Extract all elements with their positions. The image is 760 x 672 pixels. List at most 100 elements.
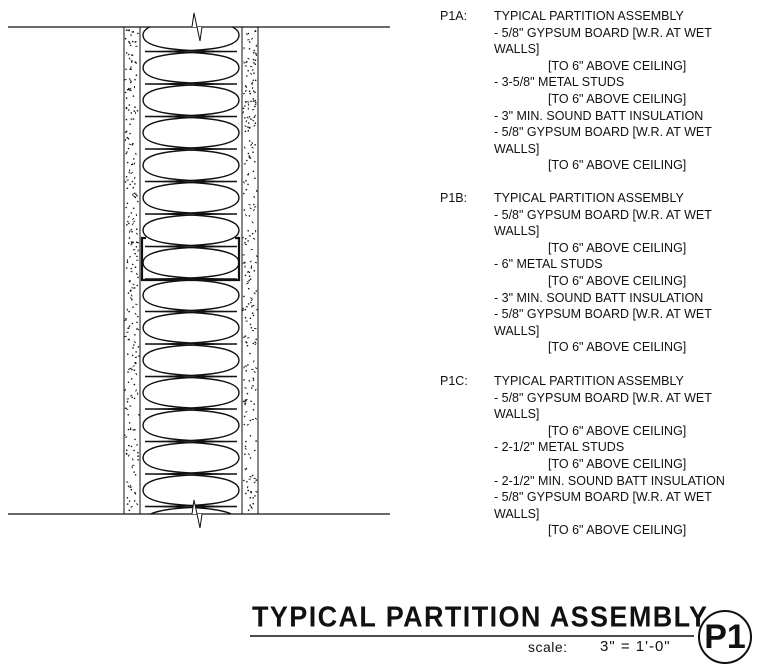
gypsum-stipple [247, 287, 250, 290]
gypsum-stipple [134, 196, 137, 199]
gypsum-stipple [242, 111, 245, 114]
gypsum-stipple [136, 284, 139, 287]
gypsum-stipple [133, 344, 135, 346]
gypsum-stipple [133, 192, 136, 195]
gypsum-stipple [127, 414, 130, 416]
gypsum-stipple [125, 29, 128, 31]
gypsum-stipple [247, 489, 249, 492]
gypsum-stipple [247, 230, 249, 232]
gypsum-stipple [242, 107, 245, 110]
gypsum-stipple [247, 453, 250, 456]
assembly-notes: P1A: TYPICAL PARTITION ASSEMBLY- 5/8" GY… [440, 9, 725, 539]
gypsum-stipple [253, 62, 255, 64]
gypsum-stipple [252, 58, 255, 61]
gypsum-stipple [137, 276, 139, 279]
gypsum-stipple [250, 400, 252, 403]
gypsum-stipple [254, 91, 256, 93]
gypsum-stipple [251, 506, 253, 510]
gypsum-stipple [128, 104, 131, 106]
gypsum-stipple [254, 52, 258, 55]
gypsum-stipple [124, 37, 127, 40]
assembly-line: WALLS] [494, 323, 540, 338]
gypsum-stipple [127, 53, 130, 56]
gypsum-stipple [137, 451, 139, 454]
gypsum-stipple [133, 158, 135, 160]
gypsum-stipple [244, 365, 248, 367]
gypsum-stipple [135, 327, 138, 330]
gypsum-stipple [254, 261, 258, 264]
gypsum-stipple [136, 321, 138, 324]
gypsum-stipple [253, 116, 256, 119]
gypsum-stipple [125, 52, 128, 54]
gypsum-stipple [135, 246, 138, 248]
gypsum-stipple [253, 206, 257, 208]
gypsum-stipple [128, 444, 130, 447]
gypsum-stipple [252, 52, 255, 54]
assembly-line: - 6" METAL STUDS [494, 257, 603, 272]
gypsum-stipple [246, 116, 249, 119]
assembly-line: - 3" MIN. SOUND BATT INSULATION [494, 108, 704, 123]
gypsum-stipple [246, 159, 248, 162]
gypsum-stipple [135, 351, 137, 353]
gypsum-stipple [132, 263, 134, 266]
gypsum-stipple [248, 204, 251, 206]
gypsum-stipple [245, 410, 248, 413]
gypsum-stipple [254, 495, 256, 497]
gypsum-stipple [131, 222, 134, 226]
gypsum-stipple [243, 295, 245, 298]
gypsum-stipple [130, 267, 132, 270]
gypsum-stipple [245, 467, 248, 470]
gypsum-stipple [127, 89, 129, 91]
assembly-lines: TYPICAL PARTITION ASSEMBLY- 5/8" GYPSUM … [494, 373, 725, 539]
gypsum-stipple [252, 209, 256, 212]
gypsum-stipple [244, 316, 247, 319]
gypsum-stipple [244, 117, 246, 119]
gypsum-stipple [128, 40, 130, 43]
gypsum-stipple [137, 32, 139, 35]
gypsum-stipple [134, 356, 138, 358]
gypsum-stipple [130, 243, 133, 246]
gypsum-stipple [249, 435, 252, 437]
gypsum-stipple [133, 449, 135, 452]
gypsum-stipple [249, 317, 252, 320]
gypsum-stipple [131, 40, 134, 43]
gypsum-stipple [126, 449, 128, 452]
gypsum-stipple [130, 394, 133, 397]
gypsum-stipple [133, 287, 136, 289]
assembly-line: - 2-1/2" MIN. SOUND BATT INSULATION [494, 473, 725, 488]
gypsum-stipple [251, 221, 254, 224]
gypsum-stipple [126, 161, 129, 164]
gypsum-stipple [134, 106, 136, 108]
gypsum-stipple [253, 370, 256, 374]
gypsum-stipple [245, 120, 248, 123]
gypsum-stipple [137, 249, 139, 252]
gypsum-stipple [248, 279, 250, 282]
gypsum-stipple [251, 146, 254, 149]
gypsum-stipple [250, 143, 253, 147]
gypsum-stipple [244, 308, 247, 311]
gypsum-stipple [248, 48, 251, 50]
gypsum-stipple [125, 68, 127, 71]
gypsum-stipple [132, 207, 135, 210]
gypsum-stipple [129, 81, 132, 84]
assembly-line: TYPICAL PARTITION ASSEMBLY [494, 9, 684, 23]
gypsum-stipple [137, 346, 140, 348]
scale-value: 3" = 1'-0" [600, 638, 671, 655]
gypsum-stipple [242, 379, 246, 381]
gypsum-stipple [130, 118, 133, 121]
gypsum-stipple [246, 281, 250, 283]
gypsum-stipple [129, 132, 131, 135]
gypsum-stipple [244, 468, 247, 471]
gypsum-stipple [247, 129, 250, 132]
assembly-line: WALLS] [494, 506, 540, 521]
gypsum-stipple [133, 176, 136, 180]
gypsum-stipple [254, 29, 257, 33]
gypsum-stipple [131, 287, 134, 289]
gypsum-stipple [250, 301, 252, 304]
gypsum-stipple [127, 368, 131, 371]
gypsum-stipple [243, 181, 245, 184]
gypsum-stipple [127, 137, 130, 140]
gypsum-stipple [124, 91, 127, 94]
gypsum-stipple [245, 86, 248, 88]
gypsum-stipple [129, 68, 131, 71]
